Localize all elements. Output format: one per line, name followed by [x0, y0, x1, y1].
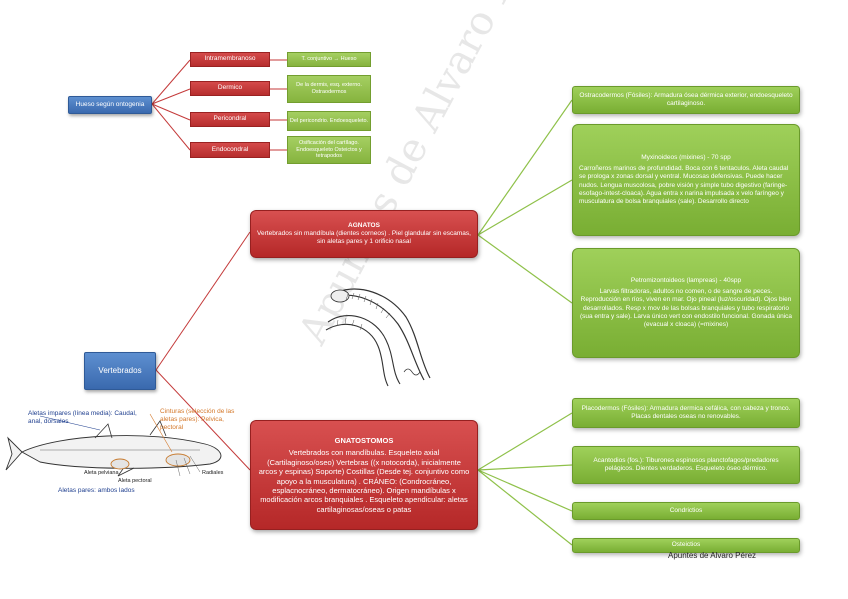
ontogenia-item-label: Intramembranoso	[204, 55, 256, 63]
ontogenia-item-label: Dermico	[217, 84, 243, 92]
condrictios-node[interactable]: Condrictios	[572, 502, 800, 520]
fish-label-radiales: Radiales	[202, 470, 224, 476]
agnatos-node[interactable]: AGNATOS Vertebrados sin mandíbula (dient…	[250, 210, 478, 258]
petromizontoideos-node[interactable]: Petromizontoideos (lampreas) - 40spp Lar…	[572, 248, 800, 358]
ostracodermos-node[interactable]: Ostracodermos (Fósiles): Armadura ósea d…	[572, 86, 800, 114]
gnatostomos-node[interactable]: GNATOSTOMOS Vertebrados con mandíbulas. …	[250, 420, 478, 530]
petromizontoideos-title: Petromizontoideos (lampreas) - 40spp	[630, 277, 742, 285]
vertebrados-node[interactable]: Vertebrados	[84, 352, 156, 390]
ontogenia-detail-pericondral[interactable]: Del pericondrio. Endoesqueleto.	[287, 111, 371, 131]
myxinoideos-text: Carroñeros marinos de profundidad. Boca …	[579, 165, 789, 205]
ontogenia-item-label: Endocondral	[211, 145, 249, 153]
osteictios-text: Osteictios	[671, 541, 701, 549]
acantodios-text: Acantodios (fos.): Tiburones espinosos p…	[593, 456, 779, 472]
ontogenia-detail-label: De la dermis, esq. externo. Ostraodermos	[296, 82, 362, 95]
placodermos-text: Placodermos (Fósiles): Armadura dermica …	[581, 404, 791, 420]
ontogenia-item-endocondral[interactable]: Endocondral	[190, 142, 270, 158]
myxinoideos-title: Myxinoideos (mixines) - 70 spp	[641, 154, 731, 162]
myxinoideos-node[interactable]: Myxinoideos (mixines) - 70 spp Carroñero…	[572, 124, 800, 236]
gnatostomos-title: GNATOSTOMOS	[334, 436, 394, 445]
acantodios-node[interactable]: Acantodios (fos.): Tiburones espinosos p…	[572, 446, 800, 484]
fish-label-impares: Aletas impares (línea media): Caudal, an…	[28, 410, 137, 425]
agnatos-text: Vertebrados sin mandíbula (dientes corne…	[257, 229, 471, 246]
ontogenia-detail-label: T. conjuntivo → Hueso	[301, 56, 357, 63]
lamprey-illustration	[325, 288, 431, 387]
ontogenia-detail-endocondral[interactable]: Osificación del cartílago. Endoesqueleto…	[287, 136, 371, 164]
vertebrados-label: Vertebrados	[98, 366, 142, 375]
ostracodermos-text: Ostracodermos (Fósiles): Armadura ósea d…	[579, 91, 793, 107]
fish-label-cinturas: Cinturas (selección de las aletas pares)…	[160, 408, 235, 431]
fish-label-pectoral: Aleta pectoral	[118, 478, 152, 484]
ontogenia-root[interactable]: Hueso según ontogenia	[68, 96, 152, 114]
ontogenia-detail-label: Del pericondrio. Endoesqueleto.	[289, 117, 369, 124]
credit-text: Apuntes de Alvaro Pérez	[668, 551, 757, 560]
condrictios-text: Condrictios	[669, 506, 703, 514]
ontogenia-item-intramembranoso[interactable]: Intramembranoso	[190, 52, 270, 67]
ontogenia-root-label: Hueso según ontogenia	[75, 100, 145, 108]
osteictios-node[interactable]: Osteictios	[572, 538, 800, 553]
fish-diagram: Aletas impares (línea media): Caudal, an…	[0, 404, 248, 499]
gnatostomos-text: Vertebrados con mandíbulas. Esqueleto ax…	[258, 448, 470, 514]
ontogenia-detail-intramembranoso[interactable]: T. conjuntivo → Hueso	[287, 52, 371, 67]
ontogenia-item-label: Pericondral	[213, 115, 247, 123]
fish-label-pares: Aletas pares: ambos lados	[58, 487, 135, 494]
placodermos-node[interactable]: Placodermos (Fósiles): Armadura dermica …	[572, 398, 800, 428]
ontogenia-detail-label: Osificación del cartílago. Endoesqueleto…	[296, 139, 362, 160]
fish-label-pelviana: Aleta pelviana	[84, 470, 119, 476]
ontogenia-item-pericondral[interactable]: Pericondral	[190, 112, 270, 127]
petromizontoideos-text: Larvas filtradoras, adultos no comen, o …	[579, 288, 793, 328]
agnatos-title: AGNATOS	[348, 221, 380, 229]
ontogenia-item-dermico[interactable]: Dermico	[190, 81, 270, 96]
ontogenia-detail-dermico[interactable]: De la dermis, esq. externo. Ostraodermos	[287, 75, 371, 103]
fish-skeleton-drawing	[5, 413, 222, 477]
